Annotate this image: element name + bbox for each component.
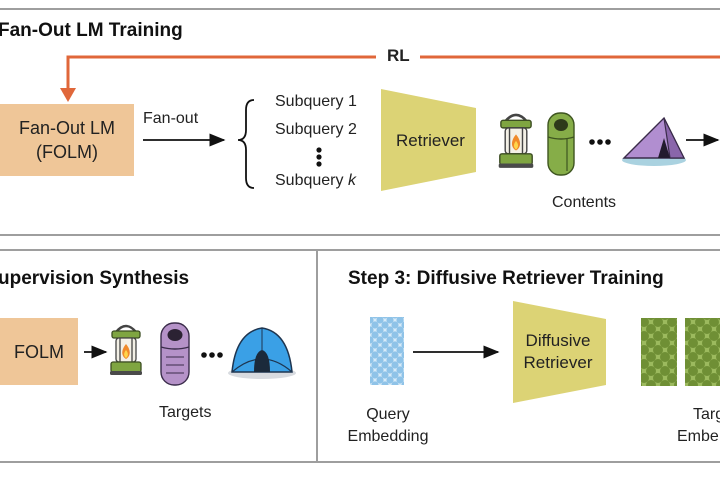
fanout-label: Fan-out	[143, 110, 199, 127]
folm-box-label: Fan-Out LM (FOLM)	[0, 104, 134, 176]
rl-label: RL	[387, 46, 410, 65]
subquery-k-var: k	[347, 172, 356, 189]
panel1-top-border	[0, 8, 720, 10]
panel1-bottom-border	[0, 234, 720, 236]
folm-box	[0, 104, 134, 176]
retriever-label: Retriever	[396, 131, 465, 150]
subquery-brace	[237, 99, 255, 189]
panel2-bottom-border	[0, 461, 720, 463]
target-lantern-icon	[108, 324, 144, 377]
query-embedding-block	[370, 317, 404, 385]
folm-box-step2	[0, 318, 78, 385]
step2-title: upervision Synthesis	[0, 268, 190, 289]
targets-label: Targets	[159, 404, 212, 421]
target-sleeping-bag-icon	[160, 322, 190, 386]
query-embedding-label: Query Embedding	[338, 404, 438, 448]
step1-title: Fan-Out LM Training	[0, 20, 183, 41]
diffusive-retriever-line1: Diffusive	[525, 331, 591, 350]
step3-title: Step 3: Diffusive Retriever Training	[348, 268, 664, 289]
folm-line2: (FOLM)	[36, 142, 98, 162]
target-embedding-label: Targ Embe	[677, 404, 720, 448]
target-embedding-block-1	[641, 318, 677, 386]
target-tent-icon	[228, 327, 296, 379]
folm-step2-label: FOLM	[13, 341, 64, 362]
tent-icon	[622, 116, 686, 166]
folm-line1: Fan-Out LM	[18, 118, 116, 138]
diffusive-retriever-line2: Retriever	[523, 353, 593, 372]
lantern-icon	[497, 113, 535, 170]
rl-loop-left	[66, 55, 376, 93]
query-embedding-line2: Embedding	[347, 428, 429, 445]
diffusive-retriever-shape	[513, 301, 606, 403]
target-embedding-block-2	[685, 318, 720, 386]
target-embedding-line2: Embe	[677, 428, 719, 445]
subquery-k: Subquery k	[275, 172, 356, 190]
subquery-2: Subquery 2	[275, 121, 357, 138]
retriever-shape	[381, 89, 476, 191]
rl-arrowhead	[60, 88, 76, 102]
diffusive-retriever-label: Diffusive Retriever	[513, 330, 603, 374]
panel-divider	[316, 249, 318, 462]
sleeping-bag-icon	[547, 112, 575, 176]
subquery-1: Subquery 1	[275, 93, 357, 110]
target-embedding-line1: Targ	[693, 406, 720, 423]
contents-label: Contents	[552, 194, 617, 211]
subquery-k-prefix: Subquery	[275, 172, 348, 189]
panel2-top-border	[0, 249, 720, 251]
query-embedding-line1: Query	[366, 406, 410, 423]
